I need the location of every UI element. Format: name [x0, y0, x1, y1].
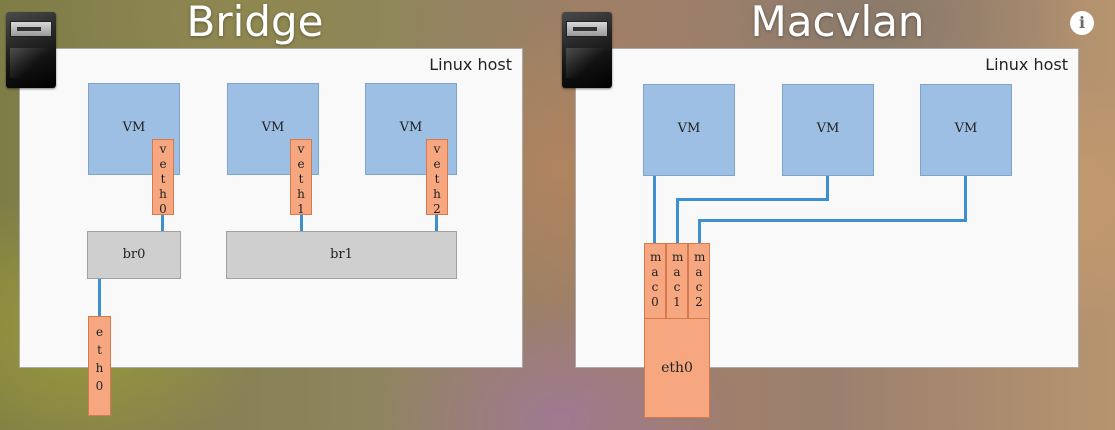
macvlan-server-drive-slot [566, 21, 608, 37]
br1-bridge: br1 [226, 231, 457, 279]
mac2-interface: mac2 [688, 243, 710, 319]
wire-veth2-br1 [435, 214, 438, 232]
wire-vm1-mac0 [653, 174, 656, 244]
bridge-server-icon [6, 12, 56, 88]
wire-vm3-mac2-v [964, 174, 967, 222]
wire-br0-eth0 [98, 277, 101, 317]
macvlan-eth0-interface: eth0 [644, 318, 710, 418]
macvlan-host-label: Linux host [985, 55, 1068, 74]
macvlan-vm-3-label: VM [954, 121, 978, 136]
veth1-interface: veth1 [290, 139, 312, 216]
bridge-vm-2-label: VM [261, 120, 285, 135]
veth0-interface: veth0 [152, 139, 174, 216]
wire-vm2-mac1-d [676, 198, 679, 244]
wire-vm2-mac1-v [826, 174, 829, 200]
mac1-interface: mac1 [666, 243, 688, 319]
wire-veth0-br0 [161, 214, 164, 232]
wire-veth1-br1 [300, 214, 303, 232]
macvlan-vm-1-label: VM [677, 121, 701, 136]
bridge-vm-1-label: VM [122, 120, 146, 135]
macvlan-vm-1: VM [643, 84, 735, 176]
bridge-vm-3-label: VM [399, 120, 423, 135]
wire-vm2-mac1-h [676, 198, 829, 201]
wire-vm3-mac2-h [698, 219, 967, 222]
wire-vm3-mac2-d [698, 219, 701, 244]
veth2-interface: veth2 [426, 139, 448, 216]
macvlan-server-icon [562, 12, 612, 88]
info-icon[interactable]: i [1070, 11, 1094, 35]
bridge-eth0-interface: eth0 [88, 316, 111, 416]
mac0-interface: mac0 [644, 243, 666, 319]
macvlan-title: Macvlan [750, 0, 925, 46]
bridge-server-drive-slot [10, 21, 52, 37]
macvlan-vm-2-label: VM [816, 121, 840, 136]
macvlan-vm-3: VM [920, 84, 1012, 176]
macvlan-vm-2: VM [782, 84, 874, 176]
bridge-title: Bridge [186, 0, 324, 46]
bridge-host-label: Linux host [429, 55, 512, 74]
br0-bridge: br0 [87, 231, 181, 279]
